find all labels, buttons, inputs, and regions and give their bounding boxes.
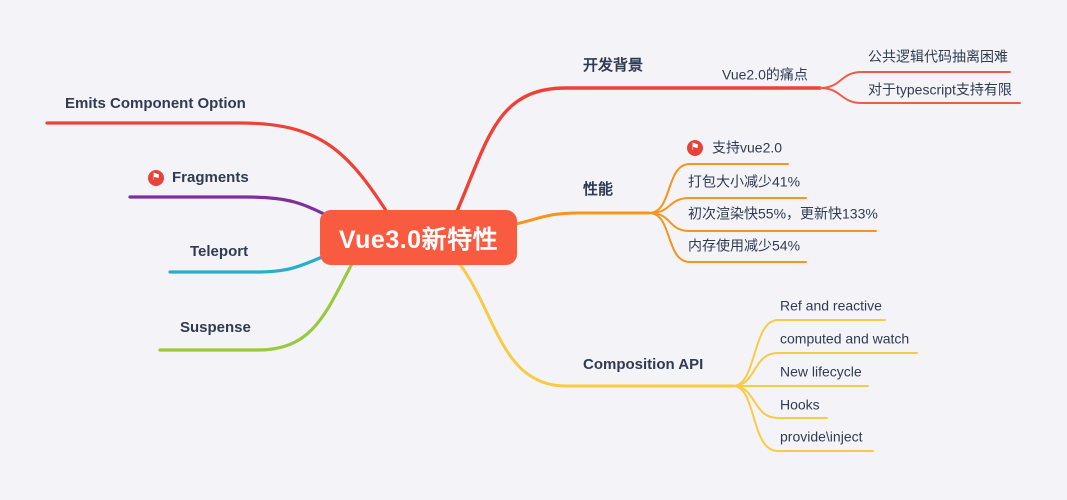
leaf-new-lifecycle[interactable]: New lifecycle (780, 363, 862, 380)
branch-line-pain-1 (819, 71, 1011, 89)
topic-suspense[interactable]: Suspense (180, 319, 251, 336)
branch-line-suspense (158, 258, 356, 352)
leaf-render-speed[interactable]: 初次渲染快55%，更新快133% (688, 205, 878, 222)
topic-teleport[interactable]: Teleport (190, 243, 249, 260)
leaf-pain-shared-logic[interactable]: 公共逻辑代码抽离困难 (868, 48, 1008, 65)
branch-line-perf-leaf-4 (648, 212, 807, 263)
central-topic-node[interactable]: Vue3.0新特性 (320, 210, 517, 265)
branch-line-performance (510, 211, 651, 227)
leaf-hooks[interactable]: Hooks (780, 396, 820, 413)
leaf-pain-typescript[interactable]: 对于typescript支持有限 (868, 81, 1012, 98)
topic-composition-api[interactable]: Composition API (583, 356, 704, 373)
flag-icon: ⚑ (687, 140, 703, 156)
leaf-computed-and-watch[interactable]: computed and watch (780, 330, 910, 347)
branch-line-dev-background (453, 86, 822, 218)
branch-line-api-leaf-2 (732, 352, 918, 387)
topic-dev-background[interactable]: 开发背景 (583, 57, 644, 74)
branch-line-perf-leaf-2 (648, 197, 807, 214)
leaf-provide-inject[interactable]: provide\inject (780, 428, 863, 445)
branch-line-emits (45, 121, 394, 222)
branch-line-composition-api (456, 260, 735, 388)
leaf-ref-and-reactive[interactable]: Ref and reactive (780, 297, 882, 314)
subtopic-vue2-pain-points[interactable]: Vue2.0的痛点 (722, 66, 808, 83)
branch-line-fragments (128, 195, 336, 221)
leaf-memory-usage[interactable]: 内存使用减少54% (688, 237, 801, 254)
branch-line-perf-leaf-1 (648, 163, 789, 214)
branch-line-api-leaf-5 (732, 385, 874, 452)
leaf-supports-vue2[interactable]: 支持vue2.0 (712, 139, 783, 156)
topic-fragments[interactable]: Fragments (172, 169, 249, 186)
topic-performance[interactable]: 性能 (583, 181, 614, 198)
flag-icon: ⚑ (148, 170, 164, 186)
topic-emits-component-option[interactable]: Emits Component Option (65, 95, 246, 112)
branch-line-api-leaf-1 (732, 319, 886, 387)
central-topic-label: Vue3.0新特性 (338, 225, 499, 254)
branch-line-pain-2 (819, 87, 1021, 104)
leaf-bundle-size[interactable]: 打包大小减少41% (688, 173, 801, 190)
